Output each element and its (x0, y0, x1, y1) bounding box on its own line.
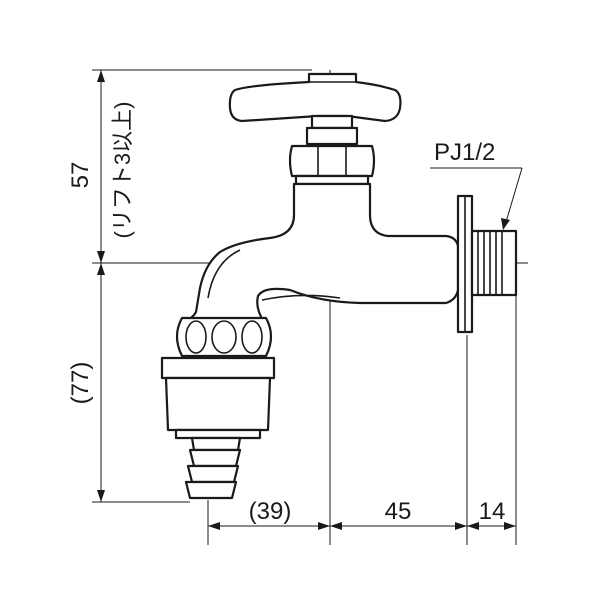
handle (228, 72, 402, 123)
stem (310, 114, 354, 130)
inlet-threads (477, 231, 503, 295)
dim-widths: (39) 45 14 (208, 498, 516, 530)
adapter-ring (160, 356, 276, 380)
hose-nozzle (184, 436, 242, 500)
width-right-label: 14 (479, 498, 506, 525)
height-note-label: (リフト3以上) (110, 102, 135, 239)
width-left-label: (39) (249, 498, 292, 525)
faucet-body (160, 72, 518, 500)
height-below-label: (77) (67, 362, 94, 405)
dim-height-below: (77) (67, 263, 105, 502)
threaded-inlet (470, 229, 518, 297)
bonnet-base (294, 174, 370, 186)
stem-collar (305, 126, 359, 146)
width-mid-label: 45 (385, 498, 412, 525)
adapter-body (164, 376, 272, 432)
height-above-label: 57 (67, 162, 94, 189)
thread-spec-callout: PJ1/2 (430, 139, 523, 230)
adapter-neck (174, 428, 262, 440)
thread-spec-label: PJ1/2 (434, 139, 495, 166)
coupling-nut (175, 316, 273, 358)
dim-height-above: 57 (リフト3以上) (67, 70, 135, 263)
hex-nut (288, 144, 376, 178)
spout-body (182, 182, 460, 324)
